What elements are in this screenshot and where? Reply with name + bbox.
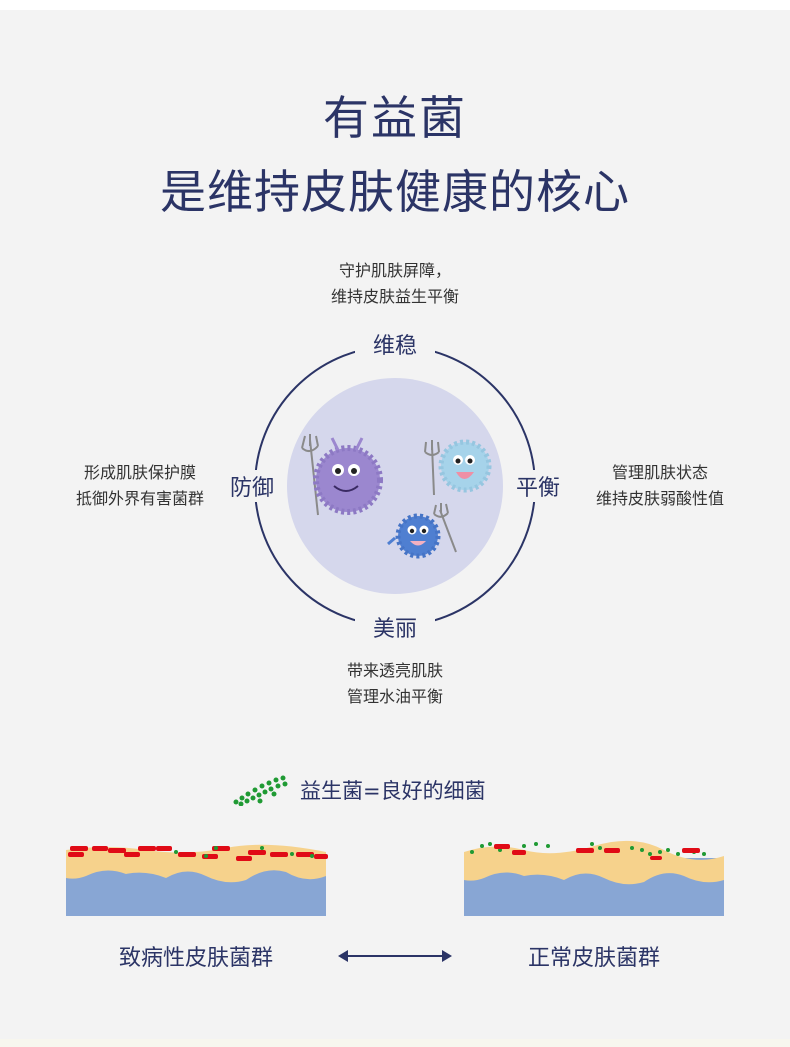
benefit-wheel	[254, 345, 536, 627]
pathogenic-skin-illustration	[66, 844, 328, 916]
green-dots-icon	[233, 775, 288, 806]
caption-right-line-2: 维持皮肤弱酸性值	[595, 489, 724, 508]
purple-bacterium-icon	[301, 434, 383, 516]
normal-skin-illustration	[464, 840, 724, 916]
legend-label: 益生菌=良好的细菌	[300, 779, 486, 803]
normal-flora-label: 正常皮肤菌群	[527, 946, 660, 971]
center-disc	[287, 378, 503, 594]
caption-left: 形成肌肤保护膜 抵御外界有害菌群	[40, 460, 240, 512]
caption-left-line-2: 抵御外界有害菌群	[75, 489, 204, 508]
node-defense: 防御	[222, 470, 282, 502]
node-beauty: 美丽	[355, 611, 435, 643]
blue-bacterium-icon	[387, 503, 457, 559]
top-strip	[0, 0, 790, 10]
pathogenic-flora-label: 致病性皮肤菌群	[118, 946, 273, 971]
few-good-bacteria-group	[174, 846, 314, 858]
caption-right: 管理肌肤状态 维持皮肤弱酸性值	[555, 460, 765, 512]
caption-bottom-line-1: 带来透亮肌肤	[346, 661, 443, 680]
caption-top-line-2: 维持皮肤益生平衡	[330, 287, 459, 306]
caption-top-line-1: 守护肌肤屏障，	[338, 261, 451, 280]
few-bad-bacteria-group	[494, 844, 700, 860]
caption-right-line-1: 管理肌肤状态	[611, 463, 708, 482]
node-balance: 平衡	[508, 470, 568, 502]
page-title-line-1: 有益菌	[323, 91, 467, 145]
double-arrow-icon	[338, 950, 452, 962]
caption-bottom-line-2: 管理水油平衡	[346, 687, 443, 706]
caption-bottom: 带来透亮肌肤 管理水油平衡	[245, 658, 545, 710]
bad-bacteria-group	[68, 846, 328, 861]
lightblue-bacterium-icon	[424, 439, 492, 496]
caption-left-line-1: 形成肌肤保护膜	[83, 463, 196, 482]
caption-top: 守护肌肤屏障， 维持皮肤益生平衡	[245, 258, 545, 310]
page-title-line-2: 是维持皮肤健康的核心	[160, 165, 630, 219]
legend: 益生菌=良好的细菌	[232, 772, 486, 808]
node-stability: 维稳	[355, 328, 435, 360]
bottom-strip	[0, 1039, 790, 1047]
